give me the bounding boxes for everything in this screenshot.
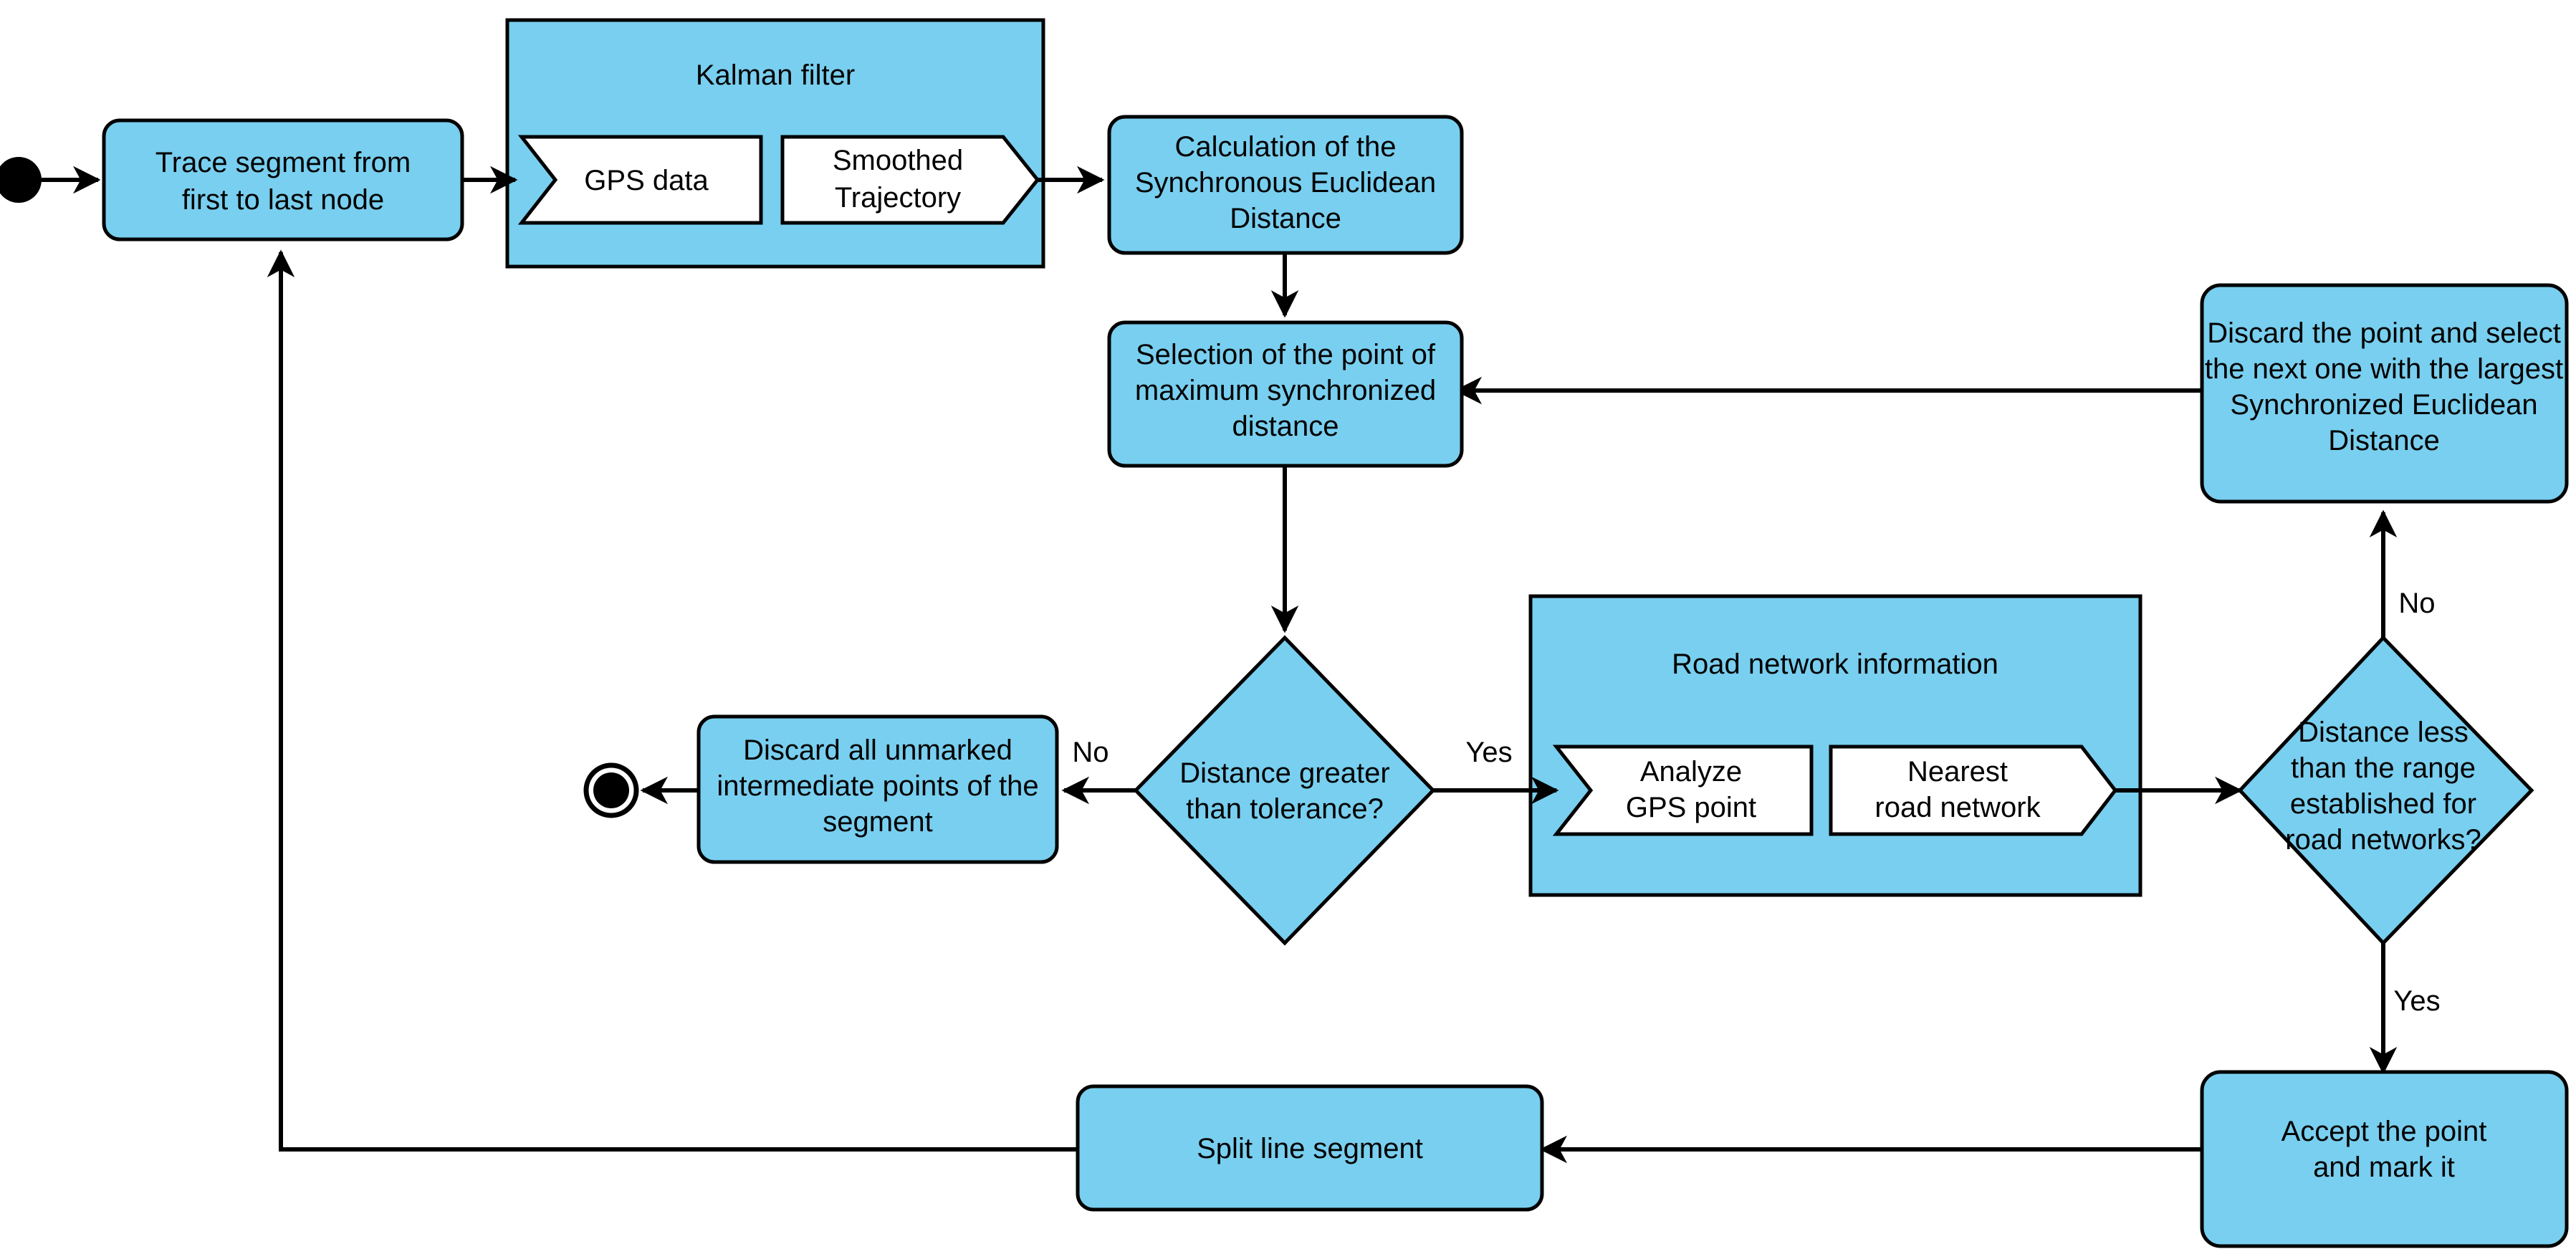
start-node: [0, 157, 42, 203]
edge-label-range-yes: Yes: [2393, 985, 2440, 1017]
node-selection-max-label-line1: Selection of the point of: [1136, 339, 1436, 370]
node-smoothed-trajectory[interactable]: Smoothed Trajectory: [780, 135, 1040, 225]
node-split-line-segment-label: Split line segment: [1197, 1133, 1423, 1164]
node-decision-tolerance-label-line2: than tolerance?: [1186, 793, 1384, 825]
node-gps-data-label: GPS data: [584, 165, 709, 196]
node-discard-unmarked-label-line2: intermediate points of the: [717, 770, 1038, 802]
node-accept-point-label-line1: Accept the point: [2281, 1116, 2487, 1147]
node-selection-max-label-line3: distance: [1232, 411, 1339, 442]
node-decision-range-label-line4: road networks?: [2285, 824, 2481, 856]
node-nearest-road-network-label-line2: road network: [1874, 792, 2041, 823]
node-calculation-sed-label-line1: Calculation of the: [1174, 131, 1396, 163]
edge-label-range-no: No: [2398, 588, 2435, 619]
node-nearest-road-network-label-line1: Nearest: [1907, 756, 2008, 788]
node-selection-max-distance[interactable]: Selection of the point of maximum synchr…: [1107, 320, 1464, 468]
edge-split-to-trace-loop: [267, 249, 1078, 1152]
node-trace-segment-label-line1: Trace segment from: [155, 147, 411, 178]
node-analyze-gps-point-label-line2: GPS point: [1626, 792, 1756, 823]
node-analyze-gps-point[interactable]: Analyze GPS point: [1552, 745, 1814, 836]
node-gps-data[interactable]: GPS data: [517, 135, 763, 225]
kalman-filter-group-label: Kalman filter: [696, 59, 855, 91]
node-split-line-segment[interactable]: Split line segment: [1076, 1084, 1544, 1212]
node-calculation-sed-label-line3: Distance: [1230, 203, 1341, 234]
node-smoothed-trajectory-label-line2: Trajectory: [835, 182, 961, 214]
node-calculation-sed[interactable]: Calculation of the Synchronous Euclidean…: [1107, 115, 1464, 255]
node-discard-select-next-label-line3: Synchronized Euclidean: [2230, 389, 2537, 421]
node-smoothed-trajectory-label-line1: Smoothed: [833, 145, 963, 176]
end-node: [583, 762, 639, 818]
node-discard-select-next-label-line2: the next one with the largest: [2205, 353, 2563, 385]
node-selection-max-label-line2: maximum synchronized: [1135, 375, 1436, 406]
edge-label-tolerance-no: No: [1072, 737, 1109, 768]
node-trace-segment-label-line2: first to last node: [182, 184, 384, 216]
node-accept-point-label-line2: and mark it: [2313, 1152, 2455, 1183]
node-calculation-sed-label-line2: Synchronous Euclidean: [1135, 167, 1436, 198]
node-discard-select-next[interactable]: Discard the point and select the next on…: [2200, 283, 2569, 504]
node-trace-segment[interactable]: Trace segment from first to last node: [102, 118, 464, 241]
edge-label-tolerance-yes: Yes: [1465, 737, 1512, 768]
node-accept-point[interactable]: Accept the point and mark it: [2200, 1070, 2569, 1248]
node-decision-range-label-line2: than the range: [2291, 752, 2476, 784]
node-discard-select-next-label-line1: Discard the point and select: [2207, 317, 2561, 349]
road-network-group-label: Road network information: [1672, 648, 1998, 680]
node-discard-unmarked[interactable]: Discard all unmarked intermediate points…: [696, 714, 1059, 864]
node-nearest-road-network[interactable]: Nearest road network: [1829, 745, 2118, 836]
node-decision-range[interactable]: Distance less than the range established…: [2237, 635, 2534, 946]
node-analyze-gps-point-label-line1: Analyze: [1640, 756, 1742, 788]
node-discard-unmarked-label-line1: Discard all unmarked: [743, 734, 1012, 766]
node-decision-range-label-line3: established for: [2290, 788, 2476, 820]
node-decision-tolerance[interactable]: Distance greater than tolerance?: [1133, 635, 1436, 946]
node-decision-range-label-line1: Distance less: [2298, 717, 2469, 748]
node-decision-tolerance-label-line1: Distance greater: [1179, 757, 1389, 789]
node-discard-unmarked-label-line3: segment: [823, 806, 932, 838]
node-discard-select-next-label-line4: Distance: [2328, 425, 2440, 456]
